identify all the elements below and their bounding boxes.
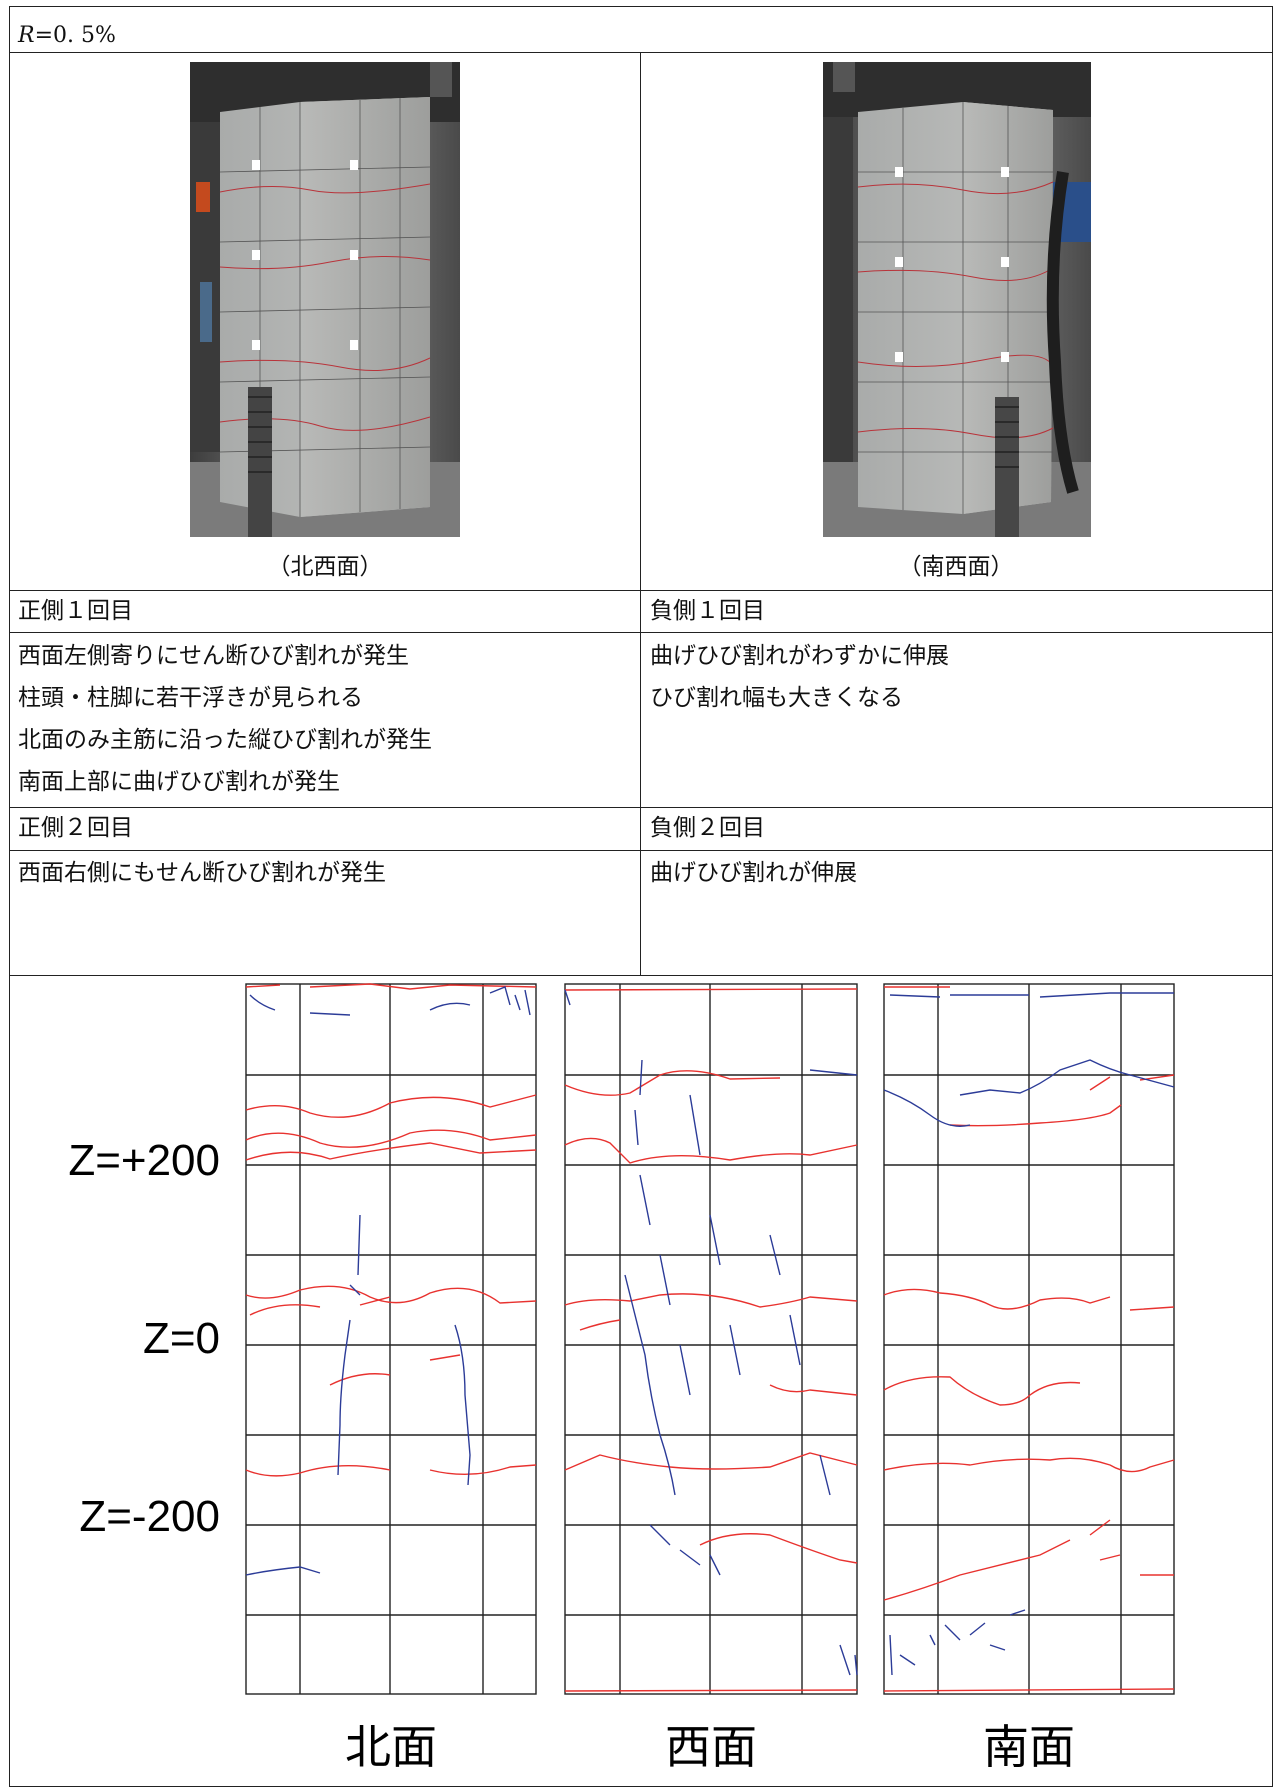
shear-cracks xyxy=(245,986,1175,1676)
pos1-title: 正側１回目 xyxy=(18,598,133,624)
photo-caption-southwest: （南西面） xyxy=(898,554,1014,580)
drift-ratio-label: R=0. 5% xyxy=(18,21,116,51)
column-photo-northwest xyxy=(190,62,460,537)
south-face-grid xyxy=(883,983,1175,1695)
drift-value: =0. 5% xyxy=(34,23,116,48)
pos1-line-3: 北面のみ主筋に沿った縦ひび割れが発生 xyxy=(18,727,432,753)
drift-symbol: R xyxy=(18,23,35,48)
pos2-title: 正側２回目 xyxy=(18,815,133,841)
face-label-west: 西面 xyxy=(665,1720,757,1774)
crack-observation-table: R=0. 5% xyxy=(9,6,1273,1787)
pos2-line-1: 西面右側にもせん断ひび割れが発生 xyxy=(18,860,386,886)
west-face-grid xyxy=(564,983,858,1695)
crack-pattern-diagram: Z=+200 Z=0 Z=-200 北面 西面 南面 xyxy=(68,983,1175,1774)
face-label-south: 南面 xyxy=(983,1720,1075,1774)
z-label-minus200: Z=-200 xyxy=(79,1492,220,1541)
neg2-line-1: 曲げひび割れが伸展 xyxy=(650,860,857,886)
face-label-north: 北面 xyxy=(345,1720,437,1774)
photo-caption-northwest: （北西面） xyxy=(267,554,383,580)
neg1-title: 負側１回目 xyxy=(650,598,765,624)
north-face-grid xyxy=(245,983,537,1695)
pos1-line-2: 柱頭・柱脚に若干浮きが見られる xyxy=(18,685,363,711)
z-label-plus200: Z=+200 xyxy=(68,1136,220,1185)
neg1-line-1: 曲げひび割れがわずかに伸展 xyxy=(650,643,949,669)
column-photo-southwest xyxy=(823,62,1091,537)
neg2-title: 負側２回目 xyxy=(650,815,765,841)
pos1-line-4: 南面上部に曲げひび割れが発生 xyxy=(18,769,340,795)
neg1-line-2: ひび割れ幅も大きくなる xyxy=(650,685,903,711)
pos1-line-1: 西面左側寄りにせん断ひび割れが発生 xyxy=(18,643,409,669)
z-label-zero: Z=0 xyxy=(143,1314,220,1363)
flexural-cracks xyxy=(245,983,1175,1692)
